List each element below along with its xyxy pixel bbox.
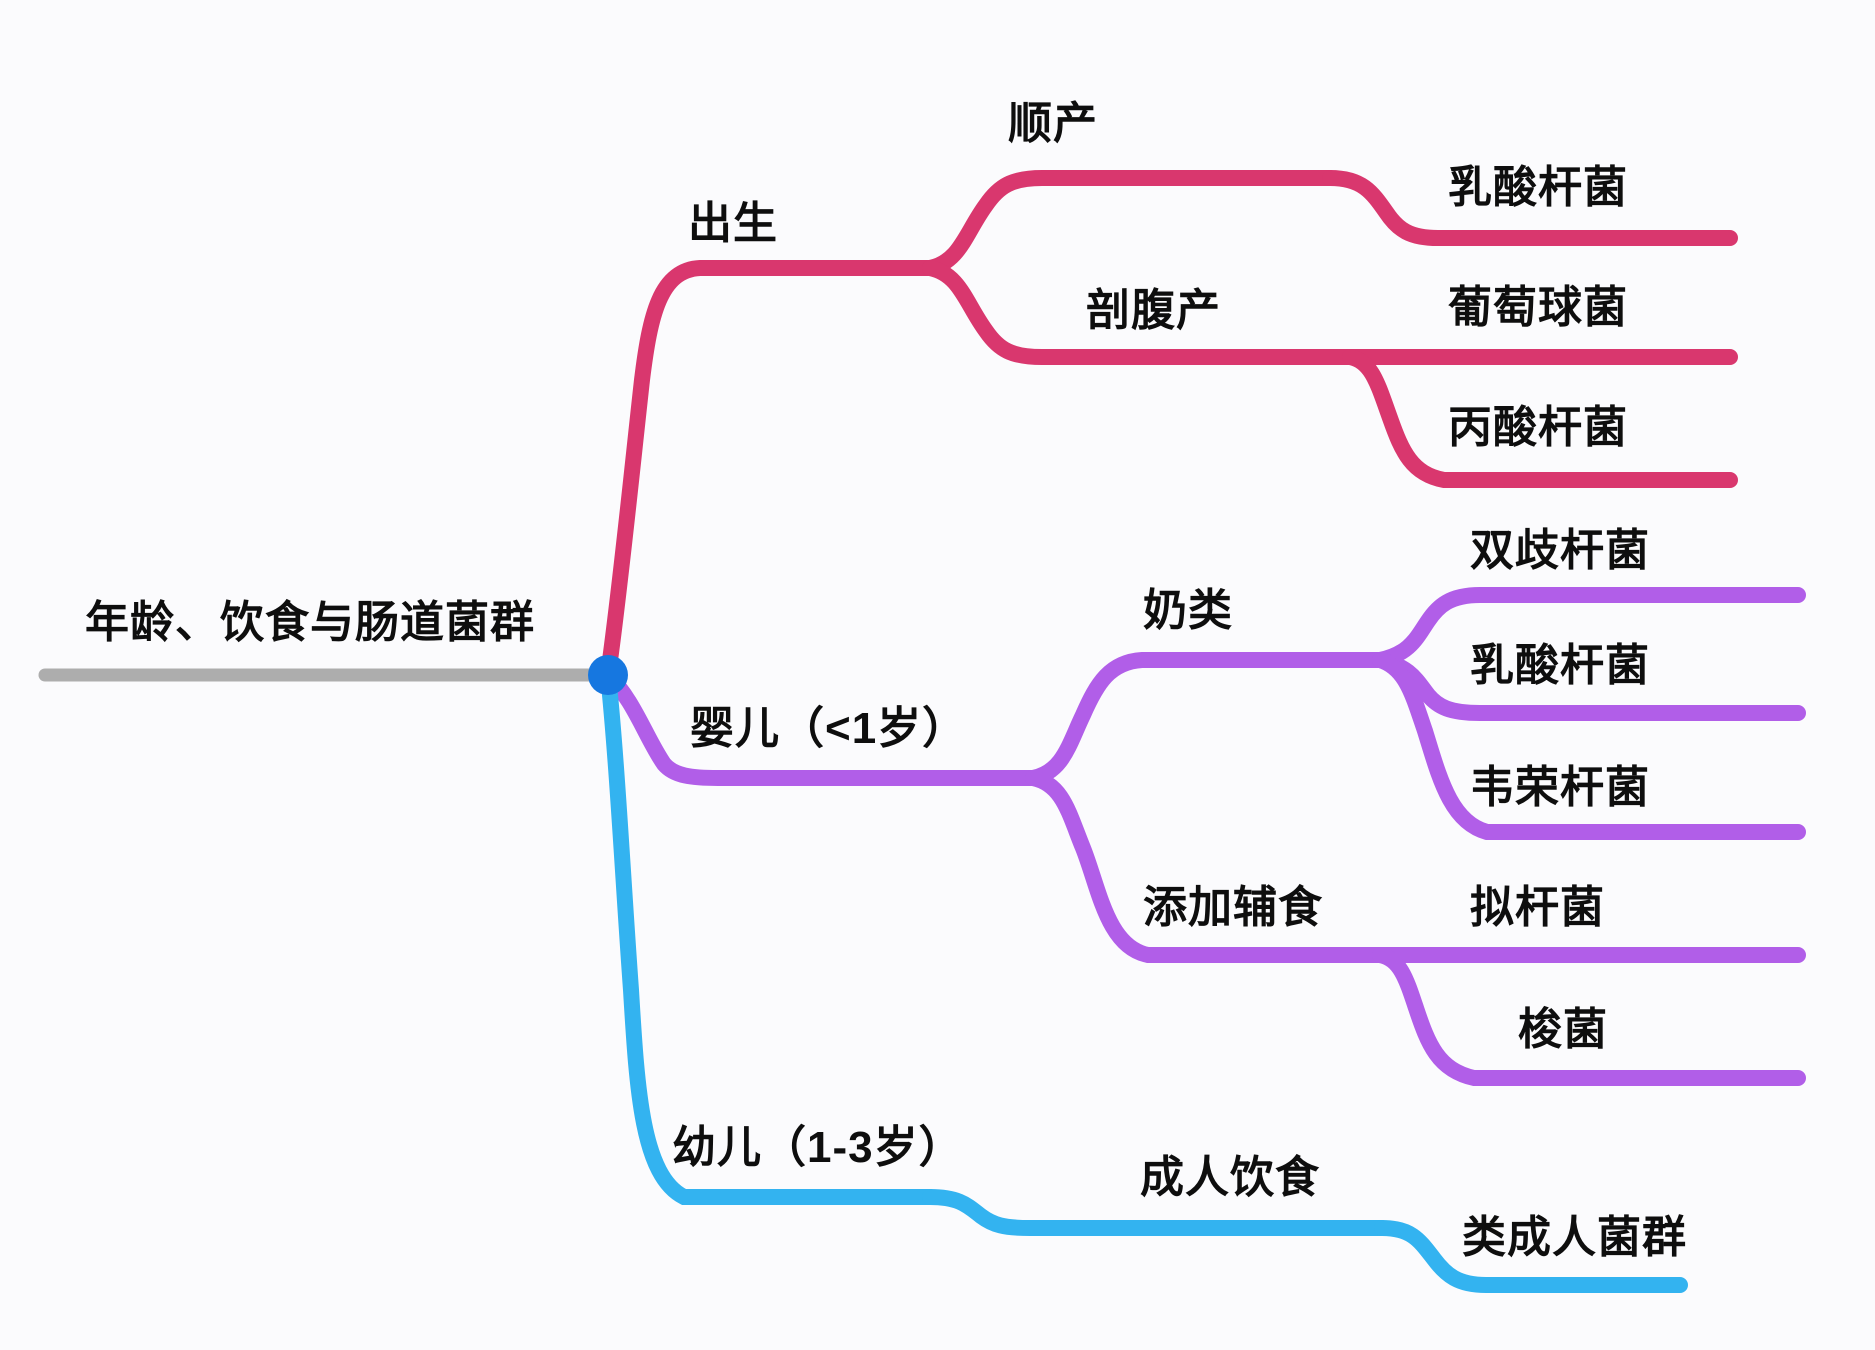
node-adult-diet[interactable]: 成人饮食: [1140, 1153, 1320, 1202]
node-clostridium[interactable]: 梭菌: [1518, 1005, 1608, 1054]
node-propionibacterium[interactable]: 丙酸杆菌: [1448, 403, 1628, 452]
node-complementary-food[interactable]: 添加辅食: [1143, 883, 1323, 932]
branch-line-bifidobacterium: [1372, 587, 1806, 668]
node-root[interactable]: 年龄、饮食与肠道菌群: [85, 598, 535, 647]
branch-line-birth-trunk: [600, 260, 938, 683]
node-toddler[interactable]: 幼儿（1-3岁）: [672, 1123, 964, 1172]
branch-line-natural-birth: [922, 170, 1338, 276]
node-bacteroides[interactable]: 拟杆菌: [1470, 883, 1605, 932]
node-veillonella[interactable]: 韦荣杆菌: [1470, 763, 1650, 812]
node-bifidobacterium[interactable]: 双歧杆菌: [1470, 526, 1650, 575]
branch-line-lactobacillus-1: [1322, 170, 1738, 246]
node-lactobacillus-2[interactable]: 乳酸杆菌: [1470, 641, 1650, 690]
node-infant[interactable]: 婴儿（<1岁）: [690, 704, 968, 753]
branch-line-adult-diet: [922, 1189, 1390, 1236]
node-milk[interactable]: 奶类: [1143, 586, 1233, 635]
branch-line-infant-trunk: [600, 667, 1041, 786]
branch-line-adult-like-microbiota: [1374, 1220, 1688, 1293]
branch-line-propionibacterium: [1342, 349, 1738, 488]
root-joint-dot: [588, 655, 628, 695]
node-c-section[interactable]: 剖腹产: [1086, 286, 1221, 335]
node-staphylococcus[interactable]: 葡萄球菌: [1448, 283, 1628, 332]
branch-line-c-section-staphylococcus: [922, 260, 1738, 365]
branch-line-veillonella: [1372, 652, 1806, 840]
branch-line-toddler-trunk: [600, 667, 938, 1205]
node-natural-birth[interactable]: 顺产: [1008, 99, 1098, 148]
node-adult-like-microbiota[interactable]: 类成人菌群: [1462, 1213, 1687, 1262]
branch-line-clostridium: [1372, 947, 1806, 1086]
branch-line-complementary-food-bacteroides: [1025, 770, 1806, 963]
branch-line-milk: [1025, 652, 1388, 786]
node-birth[interactable]: 出生: [688, 199, 778, 248]
node-lactobacillus-1[interactable]: 乳酸杆菌: [1448, 163, 1628, 212]
